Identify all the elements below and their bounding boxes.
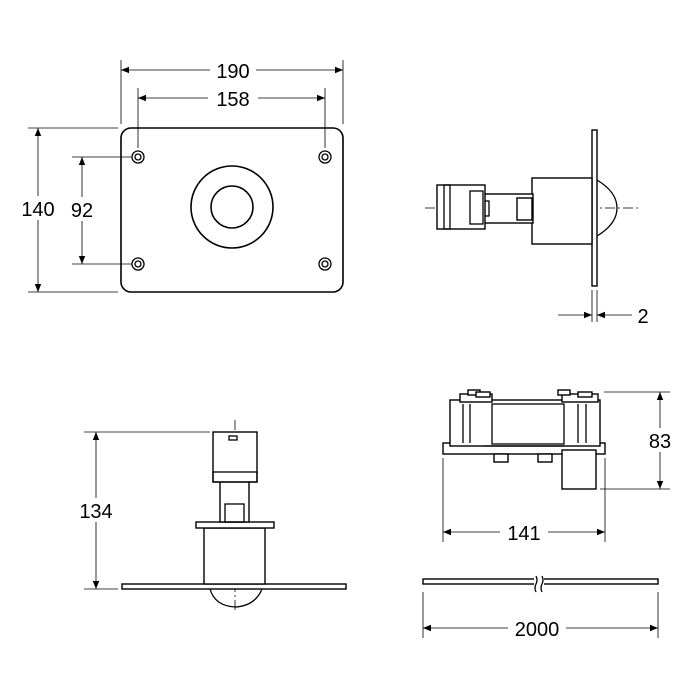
dim-box-height: 83	[649, 431, 671, 453]
housing	[531, 177, 593, 245]
elevation-plate	[121, 583, 347, 590]
front-view: 190 158 140 92	[18, 58, 344, 293]
sensor-dome	[596, 179, 618, 237]
control-box-view: 83 141	[442, 389, 676, 545]
dim-unit-height: 134	[79, 501, 112, 523]
connector	[436, 184, 486, 230]
cover-plate	[120, 127, 344, 293]
dim-cable-length: 2000	[515, 619, 560, 641]
box-body	[449, 399, 601, 447]
dim-plate-thickness: 2	[637, 306, 648, 328]
dim-plate-height: 140	[21, 199, 54, 221]
dim-box-width: 141	[507, 523, 540, 545]
elevation-housing	[203, 527, 266, 585]
box-cable-gland	[561, 449, 597, 490]
elevation-view: 134	[70, 420, 347, 610]
cable-view: 2000	[422, 575, 659, 641]
sensor-ring-inner	[210, 185, 254, 229]
sensor-ring-outer	[190, 165, 274, 249]
side-view: 2	[425, 129, 649, 328]
dim-plate-width: 190	[216, 61, 249, 83]
dim-hole-spacing-vertical: 92	[71, 200, 93, 222]
mounting-holes	[131, 150, 332, 271]
side-plate	[591, 129, 598, 287]
dim-hole-spacing-horizontal: 158	[216, 89, 249, 111]
